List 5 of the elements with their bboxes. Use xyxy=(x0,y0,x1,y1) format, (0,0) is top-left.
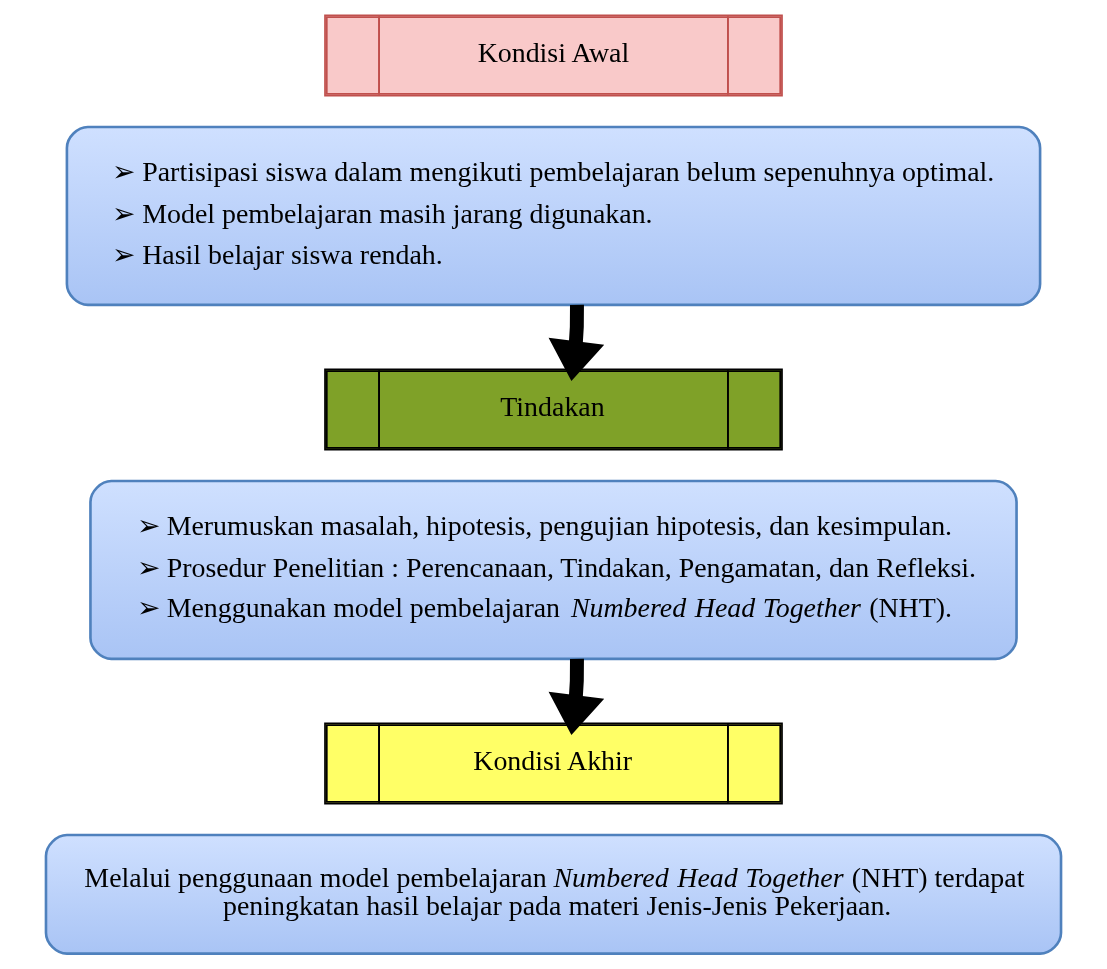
node-box: Melalui penggunaan model pembelajaran Numbered Head Together (NHT) terdapat peningkatan hasil belajar pada materi Jenis-Jenis Pekerjaan. xyxy=(44,833,1063,955)
arrow xyxy=(548,304,605,382)
arrow xyxy=(548,658,605,736)
node-box: ➢ Merumuskan masalah, hipotesis, pengujian hipotesis, dan kesimpulan. ➢ Prosedur Penelitian : Perencanaan, Tindakan, Pengamatan, dan Refleksi. ➢ Menggunakan model pembelajaran Numbered Head Together (NHT). xyxy=(89,479,1018,661)
node-box: ➢ Partisipasi siswa dalam mengikuti pembelajaran belum sepenuhnya optimal. ➢ Model pembelajaran masih jarang digunakan. ➢ Hasil belajar siswa rendah. xyxy=(65,125,1042,307)
